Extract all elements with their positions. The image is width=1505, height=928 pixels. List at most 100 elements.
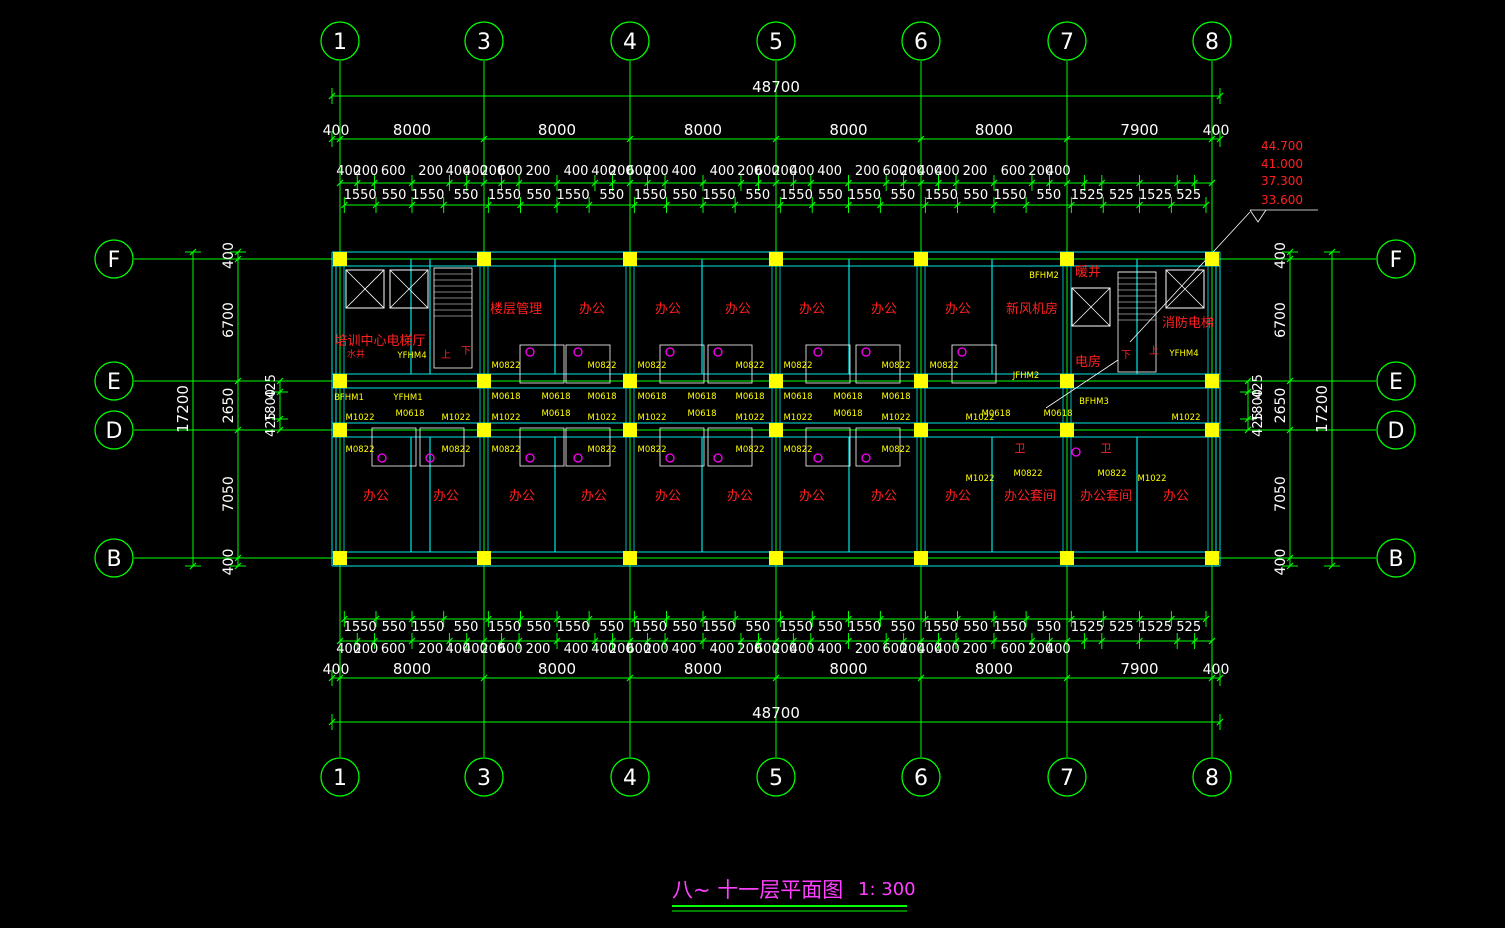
stair-direction-label: 下 [1121, 350, 1131, 361]
door-label: M0618 [688, 392, 717, 402]
dim-left-inner-label: 425 [264, 412, 279, 437]
door-label: M0618 [588, 392, 617, 402]
door-label: M0822 [930, 361, 959, 371]
toilet-fixture [1071, 447, 1081, 457]
axis-label-col: 1 [333, 30, 347, 55]
structural-column [769, 423, 783, 437]
dim-top-mid-label: 550 [454, 188, 479, 203]
dim-top-sub-label: 400 [917, 164, 942, 179]
door-label: BFHM1 [334, 393, 364, 403]
door-label: JFHM2 [1012, 371, 1040, 381]
dim-right-inner-label: 425 [1251, 412, 1266, 437]
axis-label-row: E [107, 370, 121, 395]
room-label-south: 办公 [799, 489, 825, 504]
room-label-north: 办公 [945, 302, 971, 317]
toilet-fixture [525, 347, 535, 357]
door-label: M0822 [588, 445, 617, 455]
dim-top-mid-label: 1550 [557, 188, 590, 203]
dim-top-sub-label: 200 [480, 164, 505, 179]
fixtures: 卫卫 [377, 347, 1112, 463]
dim-bot-span-label: 400 [323, 662, 350, 678]
door-label: M0822 [638, 361, 667, 371]
axis-bubble [94, 410, 134, 450]
toilet-fixture [813, 347, 823, 357]
dim-top-span-label: 8000 [538, 121, 576, 139]
door-label: M1022 [882, 413, 911, 423]
axis-label-row: B [1388, 547, 1403, 572]
structural-column [623, 252, 637, 266]
axis-bubble [1376, 239, 1416, 279]
dim-bot-mid-label: 1550 [488, 620, 521, 635]
toilet-fixture [525, 453, 535, 463]
toilet-block [855, 427, 901, 467]
dim-top-sub-label: 400 [935, 164, 960, 179]
axis-bubble [94, 361, 134, 401]
dim-bot-mid-label: 1525 [1071, 620, 1104, 635]
room-label-north: 办公 [871, 302, 897, 317]
dim-left-span-label: 400 [221, 549, 237, 576]
dim-bot-mid-label: 1550 [634, 620, 667, 635]
dim-top-mid-label: 1550 [780, 188, 813, 203]
door-label: M0618 [638, 392, 667, 402]
door-label: M1022 [1172, 413, 1201, 423]
dim-top-sub-label: 200 [418, 164, 443, 179]
elevation-value: 37.300 [1261, 174, 1303, 188]
door-label: BFHM2 [1029, 271, 1059, 281]
stair-direction-label: 上 [441, 349, 451, 361]
dim-top-mid-label: 1550 [703, 188, 736, 203]
dim-left-span-label: 2650 [221, 388, 237, 424]
dim-right-span-label: 7050 [1273, 476, 1289, 512]
structural-column [333, 374, 347, 388]
door-label: M1022 [736, 413, 765, 423]
door-label: M1022 [588, 413, 617, 423]
dim-bot-sub-label: 200 [609, 642, 634, 657]
room-label-south: 办公 [655, 489, 681, 504]
door-label: M0822 [882, 361, 911, 371]
room-label-north: 电房 [1075, 354, 1101, 370]
axis-label-col: 7 [1060, 766, 1074, 791]
structural-column [623, 374, 637, 388]
dim-top-total-label: 48700 [752, 78, 800, 96]
dim-left-span-label: 400 [221, 242, 237, 269]
door-label: M0822 [784, 361, 813, 371]
toilet-fixture [425, 453, 435, 463]
dim-top-mid-label: 550 [745, 188, 770, 203]
dim-bot-sub-label: 200 [900, 642, 925, 657]
dim-bot-mid-label: 550 [818, 620, 843, 635]
toilet-fixture [377, 453, 387, 463]
axis-label-col: 6 [914, 766, 928, 791]
dim-top-sub-label: 200 [644, 164, 669, 179]
door-label: M1022 [1138, 474, 1167, 484]
dim-bot-sub-label: 200 [354, 642, 379, 657]
door-label: M1022 [442, 413, 471, 423]
dim-top-mid-label: 550 [382, 188, 407, 203]
axis-label-row: D [1388, 419, 1405, 444]
dim-top-sub-label: 200 [855, 164, 880, 179]
elevation-value: 33.600 [1261, 193, 1303, 207]
lift-shaft-cross [1165, 269, 1205, 309]
axis-bubble [1192, 21, 1232, 61]
dim-top-sub-label: 200 [900, 164, 925, 179]
dim-left-inner-label: 425 [264, 374, 279, 399]
dim-bot-mid-label: 1525 [1139, 620, 1172, 635]
toilet-block [519, 344, 565, 384]
stair-well [433, 267, 473, 369]
dim-bot-span-label: 7900 [1120, 660, 1158, 678]
door-label: M0822 [1098, 469, 1127, 479]
dim-top-sub-label: 400 [463, 164, 488, 179]
lift-shaft [389, 269, 429, 309]
room-label-north: 办公 [799, 302, 825, 317]
room-label-north: 新风机房 [1006, 301, 1058, 317]
dim-bot-sub-label: 200 [418, 642, 443, 657]
structural-column [914, 423, 928, 437]
dim-right-span-label: 400 [1273, 242, 1289, 269]
dim-top-sub-label: 600 [626, 164, 651, 179]
dim-top-sub-label: 400 [564, 164, 589, 179]
door-label: M0618 [736, 392, 765, 402]
elevation-value: 41.000 [1261, 157, 1303, 171]
axis-label-col: 4 [623, 766, 637, 791]
door-label: M0822 [492, 361, 521, 371]
leader-line [1045, 359, 1119, 409]
